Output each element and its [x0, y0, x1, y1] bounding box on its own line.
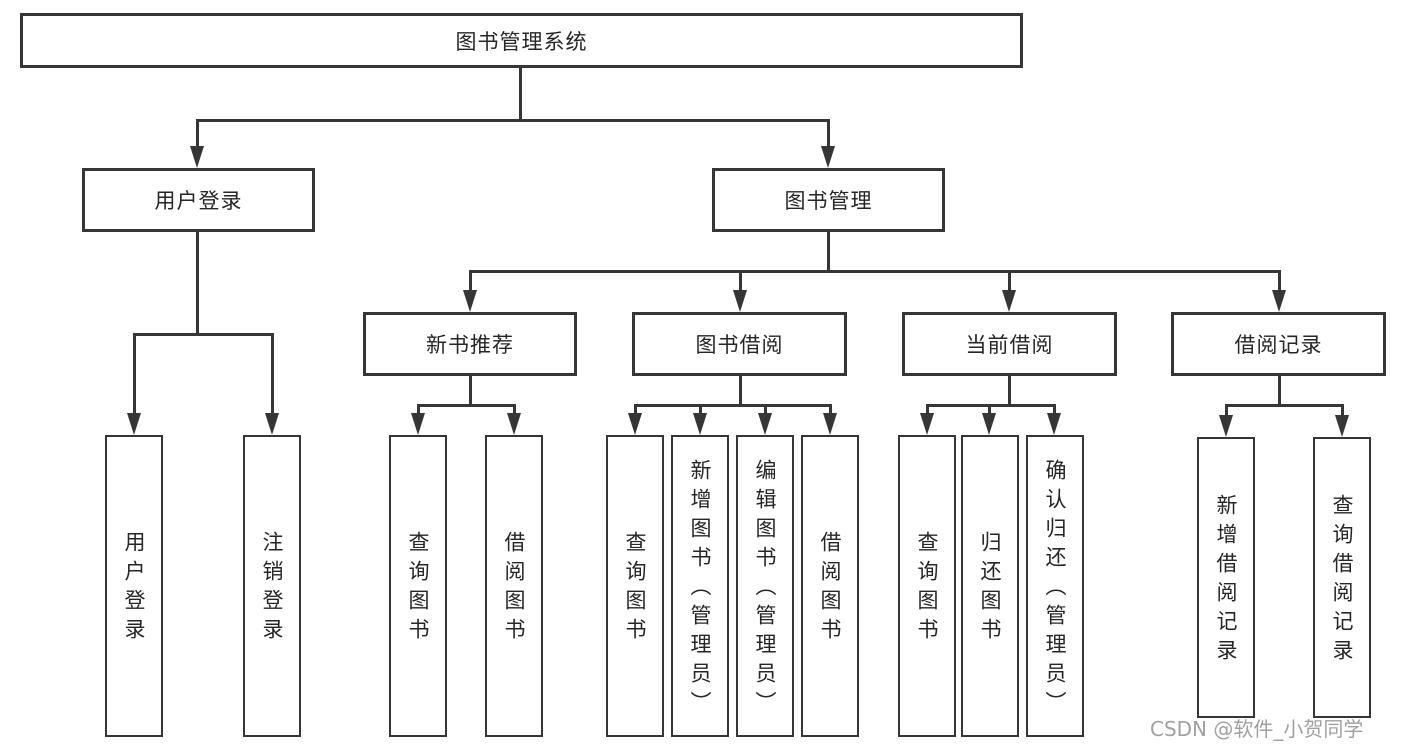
connector-line — [764, 404, 767, 416]
connector-line — [829, 404, 832, 416]
connector-arrow — [693, 413, 707, 435]
connector-arrow — [1219, 415, 1233, 437]
leaf-recommend-borrow-books-label: 借阅图书 — [502, 531, 526, 647]
leaf-confirm-return-admin-label: 确认归还（管理员） — [1043, 458, 1067, 720]
leaf-add-borrow-record-label: 新增借阅记录 — [1214, 493, 1238, 668]
connector-arrow — [190, 146, 204, 168]
connector-arrow — [411, 413, 425, 435]
connector-line — [739, 376, 742, 407]
connector-arrow — [821, 146, 835, 168]
connector-line — [196, 232, 199, 336]
connector-line — [469, 376, 472, 407]
connector-arrow — [127, 413, 141, 435]
node-user-login: 用户登录 — [82, 168, 315, 232]
leaf-query-borrow-record-label: 查询借阅记录 — [1330, 493, 1354, 668]
connector-line — [133, 333, 136, 415]
connector-arrow — [1335, 415, 1349, 437]
leaf-add-books-admin: 新增图书（管理员） — [671, 435, 729, 737]
leaf-return-books-label: 归还图书 — [978, 531, 1002, 647]
connector-line — [1278, 376, 1281, 407]
connector-line — [1053, 404, 1056, 416]
connector-arrow — [265, 413, 279, 435]
leaf-add-borrow-record: 新增借阅记录 — [1197, 437, 1255, 718]
node-book-borrowing: 图书借阅 — [632, 312, 847, 376]
connector-line — [926, 404, 1056, 407]
connector-line — [513, 404, 516, 416]
node-current-borrowing-label: 当前借阅 — [965, 333, 1054, 357]
connector-arrow — [1272, 290, 1286, 312]
connector-line — [1225, 404, 1228, 416]
node-book-management-label: 图书管理 — [784, 189, 873, 213]
connector-arrow — [1002, 290, 1016, 312]
leaf-recommend-query-books: 查询图书 — [389, 435, 447, 737]
connector-line — [133, 333, 274, 336]
leaf-query-borrow-record: 查询借阅记录 — [1313, 437, 1371, 718]
connector-line — [469, 270, 1281, 273]
leaf-borrowing-query-books: 查询图书 — [606, 435, 664, 737]
connector-line — [926, 404, 929, 416]
connector-arrow — [920, 413, 934, 435]
connector-line — [988, 404, 991, 416]
connector-arrow — [507, 413, 521, 435]
leaf-return-books: 归还图书 — [961, 435, 1019, 737]
connector-arrow — [758, 413, 772, 435]
leaf-recommend-query-books-label: 查询图书 — [406, 531, 430, 647]
node-current-borrowing: 当前借阅 — [902, 312, 1117, 376]
leaf-borrow-books-label: 借阅图书 — [818, 531, 842, 647]
node-new-book-recommend: 新书推荐 — [363, 312, 577, 376]
connector-line — [417, 404, 516, 407]
connector-line — [1008, 376, 1011, 407]
connector-line — [469, 270, 472, 292]
leaf-edit-books-admin-label: 编辑图书（管理员） — [753, 458, 777, 720]
connector-line — [699, 404, 702, 416]
connector-line — [827, 232, 830, 273]
leaf-borrow-books: 借阅图书 — [801, 435, 859, 737]
connector-line — [1341, 404, 1344, 416]
node-root-label: 图书管理系统 — [455, 29, 588, 54]
leaf-current-query-books: 查询图书 — [898, 435, 956, 737]
connector-arrow — [628, 413, 642, 435]
node-book-borrowing-label: 图书借阅 — [695, 333, 784, 357]
leaf-confirm-return-admin: 确认归还（管理员） — [1026, 435, 1084, 737]
csdn-watermark: CSDN @软件_小贺同学 — [1150, 717, 1364, 741]
connector-line — [827, 119, 830, 149]
node-borrowing-records: 借阅记录 — [1171, 312, 1386, 376]
node-book-management: 图书管理 — [712, 168, 945, 232]
connector-line — [519, 68, 522, 122]
leaf-user-login-label: 用户登录 — [122, 531, 146, 647]
connector-line — [196, 119, 830, 122]
connector-line — [739, 270, 742, 292]
connector-line — [1278, 270, 1281, 292]
leaf-logout: 注销登录 — [243, 435, 301, 737]
leaf-logout-label: 注销登录 — [260, 531, 284, 647]
connector-arrow — [982, 413, 996, 435]
node-borrowing-records-label: 借阅记录 — [1234, 333, 1323, 357]
connector-arrow — [463, 290, 477, 312]
connector-line — [634, 404, 637, 416]
connector-line — [634, 404, 831, 407]
connector-arrow — [733, 290, 747, 312]
leaf-current-query-books-label: 查询图书 — [915, 531, 939, 647]
connector-arrow — [823, 413, 837, 435]
connector-line — [196, 119, 199, 149]
connector-line — [1008, 270, 1011, 292]
node-root: 图书管理系统 — [20, 13, 1023, 68]
connector-line — [271, 333, 274, 415]
node-user-login-label: 用户登录 — [154, 189, 243, 213]
leaf-borrowing-query-books-label: 查询图书 — [623, 531, 647, 647]
leaf-user-login: 用户登录 — [105, 435, 163, 737]
connector-line — [417, 404, 420, 416]
connector-arrow — [1047, 413, 1061, 435]
connector-line — [1225, 404, 1344, 407]
node-new-book-recommend-label: 新书推荐 — [426, 333, 514, 357]
leaf-edit-books-admin: 编辑图书（管理员） — [736, 435, 794, 737]
leaf-recommend-borrow-books: 借阅图书 — [485, 435, 543, 737]
leaf-add-books-admin-label: 新增图书（管理员） — [688, 458, 712, 720]
